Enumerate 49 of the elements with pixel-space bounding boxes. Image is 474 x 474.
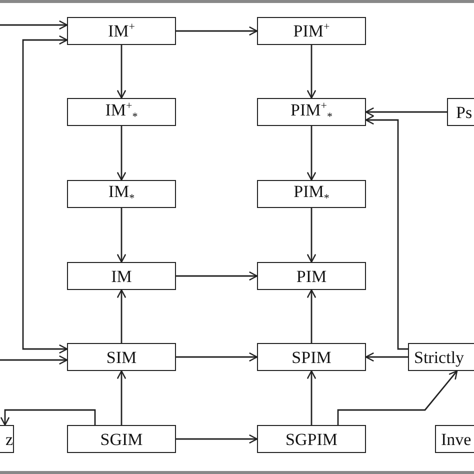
term-box xyxy=(408,343,474,371)
arrow xyxy=(22,35,68,354)
arrow xyxy=(176,26,258,36)
term-label: IM xyxy=(111,268,132,284)
arrow xyxy=(365,107,447,117)
arrow xyxy=(0,20,68,30)
arrow xyxy=(116,289,126,343)
term-label: Inve xyxy=(441,430,472,448)
arrow xyxy=(306,45,316,99)
arrow xyxy=(176,352,258,362)
arrow xyxy=(306,126,316,181)
term-label: SIM xyxy=(106,348,137,366)
term-label: PIM$_{*}$ xyxy=(294,183,330,205)
term-box xyxy=(67,262,176,290)
term-label: Strictly xyxy=(414,348,464,366)
arrow xyxy=(306,208,316,263)
term-box xyxy=(67,343,176,371)
term-box xyxy=(257,425,366,453)
arrow xyxy=(365,115,408,350)
term-box xyxy=(67,180,176,208)
arrow xyxy=(0,409,96,426)
arrow xyxy=(365,352,408,362)
term-label: PIM$^{+}$ xyxy=(293,22,330,40)
arrow xyxy=(116,45,126,99)
term-box xyxy=(67,98,176,126)
term-box xyxy=(257,262,366,290)
term-label: SGIM xyxy=(100,430,143,448)
term-box xyxy=(257,343,366,371)
arrow xyxy=(176,271,258,281)
term-label: PIM xyxy=(296,268,327,284)
term-box xyxy=(67,17,176,45)
arrow xyxy=(337,370,458,425)
arrow xyxy=(116,126,126,181)
term-label: Ps xyxy=(456,104,472,120)
term-box xyxy=(67,425,176,453)
term-label: IM$^{+}$ xyxy=(108,22,135,40)
term-label: SGPIM xyxy=(286,430,338,448)
arrow xyxy=(116,208,126,263)
term-box xyxy=(257,17,366,45)
arrow xyxy=(306,370,316,425)
term-label: z xyxy=(5,430,13,448)
term-label: SPIM xyxy=(292,348,332,366)
term-label: IM$_{*}$ xyxy=(108,183,135,205)
term-box xyxy=(257,98,366,126)
arrow xyxy=(306,289,316,343)
term-box xyxy=(257,180,366,208)
arrow xyxy=(176,434,258,444)
arrow xyxy=(116,370,126,425)
arrow xyxy=(0,355,68,365)
